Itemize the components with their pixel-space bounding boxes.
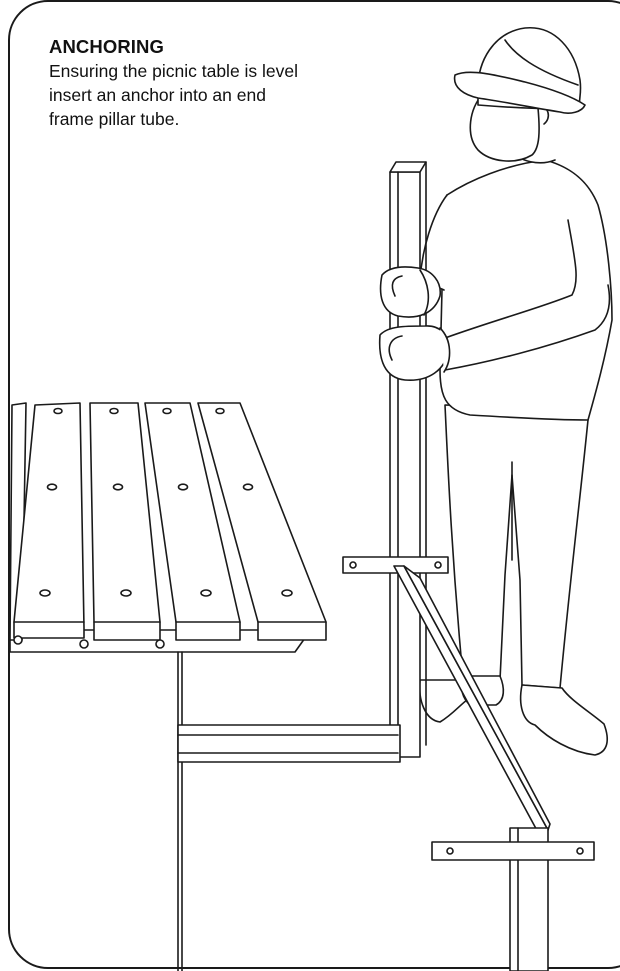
bolt-hole — [201, 590, 211, 596]
bolt-hole — [40, 590, 50, 596]
pillar-tube-body — [390, 172, 420, 757]
picnic-table — [10, 403, 448, 971]
bolt-hole — [114, 484, 123, 490]
frame-rail — [178, 725, 400, 762]
bracket-bolt-right — [435, 562, 441, 568]
worker-right-shoe — [521, 685, 608, 755]
bolt-hole — [48, 484, 57, 490]
pillar-tube-top — [390, 162, 426, 172]
pillar-tube — [390, 162, 426, 757]
bolt-hole — [163, 409, 171, 414]
bolt-hole — [282, 590, 292, 596]
bracket-bolt-left — [350, 562, 356, 568]
crossbar-bolt-left — [447, 848, 453, 854]
bolt-hole — [179, 484, 188, 490]
plank-foot — [156, 640, 164, 648]
plank-foot — [14, 636, 22, 644]
worker-trousers — [445, 405, 588, 688]
bolt-hole — [54, 409, 62, 414]
plank-foot — [80, 640, 88, 648]
upper-glove — [381, 267, 441, 317]
pillar-bracket — [343, 557, 448, 573]
bolt-hole — [121, 590, 131, 596]
bolt-hole — [110, 409, 118, 414]
anchor-crossbar — [432, 842, 594, 860]
bolt-hole — [244, 484, 253, 490]
crossbar-bolt-right — [577, 848, 583, 854]
bolt-hole — [216, 409, 224, 414]
